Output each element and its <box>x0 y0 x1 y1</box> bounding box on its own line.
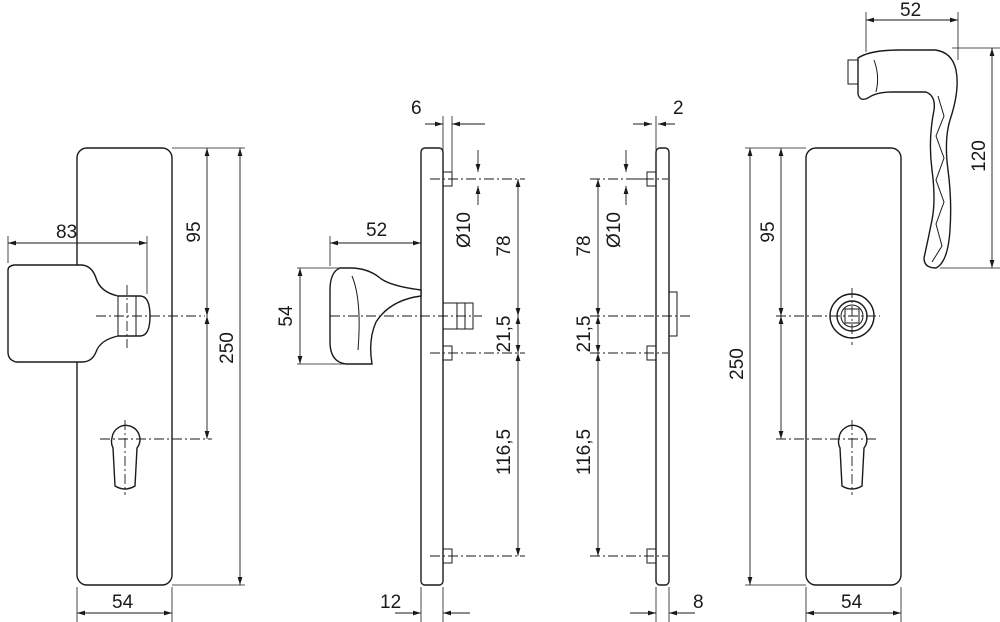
dim-width: 54 <box>112 592 134 613</box>
lever-handle-view: 52 120 <box>847 0 1000 269</box>
dim-thickness: 8 <box>693 592 704 613</box>
dim-knob-reach: 52 <box>366 220 387 241</box>
dim-height: 250 <box>727 348 748 380</box>
dim-to-center: 95 <box>184 221 205 242</box>
dim-middle: 21,5 <box>574 316 595 353</box>
plate-profile <box>420 147 444 586</box>
dim-height: 250 <box>217 332 238 364</box>
dim-height: 120 <box>969 140 990 172</box>
dim-middle: 21,5 <box>494 316 515 353</box>
dim-to-center: 95 <box>758 221 779 242</box>
dim-width: 54 <box>841 592 863 613</box>
side-view-knob: 6 Ø10 78 21,5 116,5 52 54 12 <box>276 98 525 622</box>
dim-bore: Ø10 <box>604 212 625 248</box>
front-view-knob-plate: 83 95 250 54 <box>7 147 245 622</box>
plate-profile-thin <box>655 147 670 586</box>
escutcheon-plate <box>76 147 173 586</box>
dim-upper: 78 <box>574 235 595 256</box>
dim-spindle: 2 <box>673 98 684 119</box>
side-view-lever: 2 Ø10 78 21,5 116,5 8 <box>574 98 704 622</box>
escutcheon-plate <box>805 147 902 586</box>
dim-lower: 116,5 <box>574 429 595 475</box>
door-knob <box>7 264 151 363</box>
keyhole <box>110 424 141 490</box>
dim-thickness: 12 <box>380 592 401 613</box>
dim-knob-height: 54 <box>276 305 297 327</box>
lever-handle <box>857 49 958 269</box>
dim-handle-reach: 83 <box>56 222 77 243</box>
keyhole <box>837 424 868 490</box>
front-view-lever-plate: 95 250 54 <box>727 147 902 622</box>
dim-bore: Ø10 <box>454 212 475 248</box>
dim-reach: 52 <box>900 0 921 21</box>
handle-stub <box>847 59 859 85</box>
dim-spindle: 6 <box>411 98 422 119</box>
dim-upper: 78 <box>494 235 515 256</box>
lever-stub <box>668 291 678 337</box>
dim-lower: 116,5 <box>494 429 515 475</box>
